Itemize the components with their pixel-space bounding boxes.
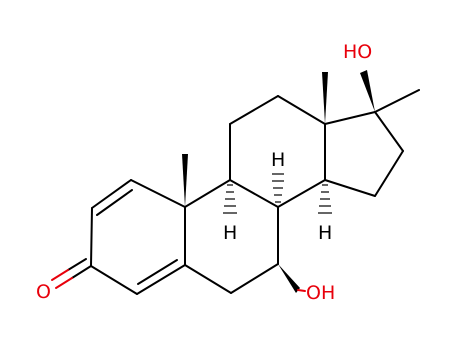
h8-label: H [271, 149, 285, 171]
c17-hydroxyl-label: HO [343, 41, 372, 63]
carbonyl-oxygen-label: O [36, 281, 51, 303]
c13-methyl-wedge [322, 72, 328, 124]
c10-methyl-wedge [182, 154, 188, 207]
c7-oh-wedge [278, 264, 300, 293]
h14-hash-bond [318, 184, 332, 214]
ring-b-bonds [184, 179, 279, 294]
h9-hash-bond [223, 184, 237, 214]
c7-oh-bond [297, 289, 306, 292]
ring-c-bonds [229, 95, 326, 208]
c17-methyl-bond [374, 89, 420, 113]
ring-d-bonds [324, 111, 404, 197]
h14-label: H [318, 222, 332, 244]
h8-hash-bond [272, 173, 284, 203]
h9-label: H [223, 222, 237, 244]
c17-oh-wedge [360, 70, 375, 112]
ring-a-bonds [90, 179, 186, 295]
c7-hydroxyl-label: OH [306, 282, 335, 304]
carbonyl-bond [51, 258, 92, 289]
